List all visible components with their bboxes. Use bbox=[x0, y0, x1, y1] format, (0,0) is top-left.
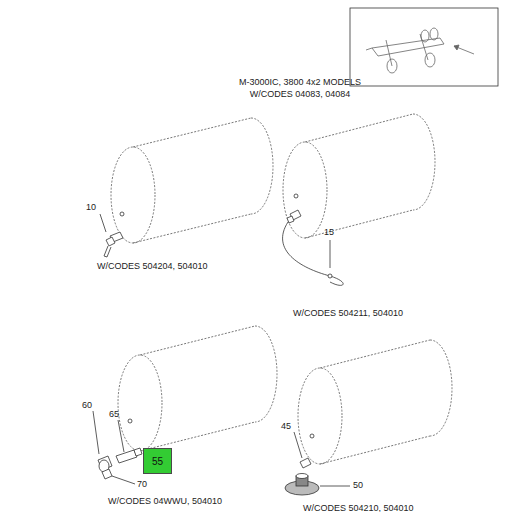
code-note: W/CODES 504204, 504010 bbox=[97, 262, 208, 271]
callout-number: 10 bbox=[86, 203, 96, 212]
callout-number: 70 bbox=[137, 480, 147, 489]
highlight-box: 55 bbox=[143, 448, 172, 474]
callout-number: 15 bbox=[324, 228, 334, 237]
model-title: M-3000IC, 3800 4x2 MODELS bbox=[239, 78, 361, 87]
callout-number: 55 bbox=[152, 456, 163, 467]
callout-number: 65 bbox=[109, 410, 119, 419]
callout-number: 50 bbox=[353, 481, 363, 490]
callout-number: 60 bbox=[82, 401, 92, 410]
code-note: W/CODES 504211, 504010 bbox=[293, 309, 403, 318]
code-note: W/CODES 04WWU, 504010 bbox=[108, 497, 222, 506]
callout-number: 45 bbox=[281, 422, 291, 431]
model-codes: W/CODES 04083, 04084 bbox=[250, 90, 351, 99]
code-note: W/CODES 504210, 504010 bbox=[303, 504, 414, 512]
